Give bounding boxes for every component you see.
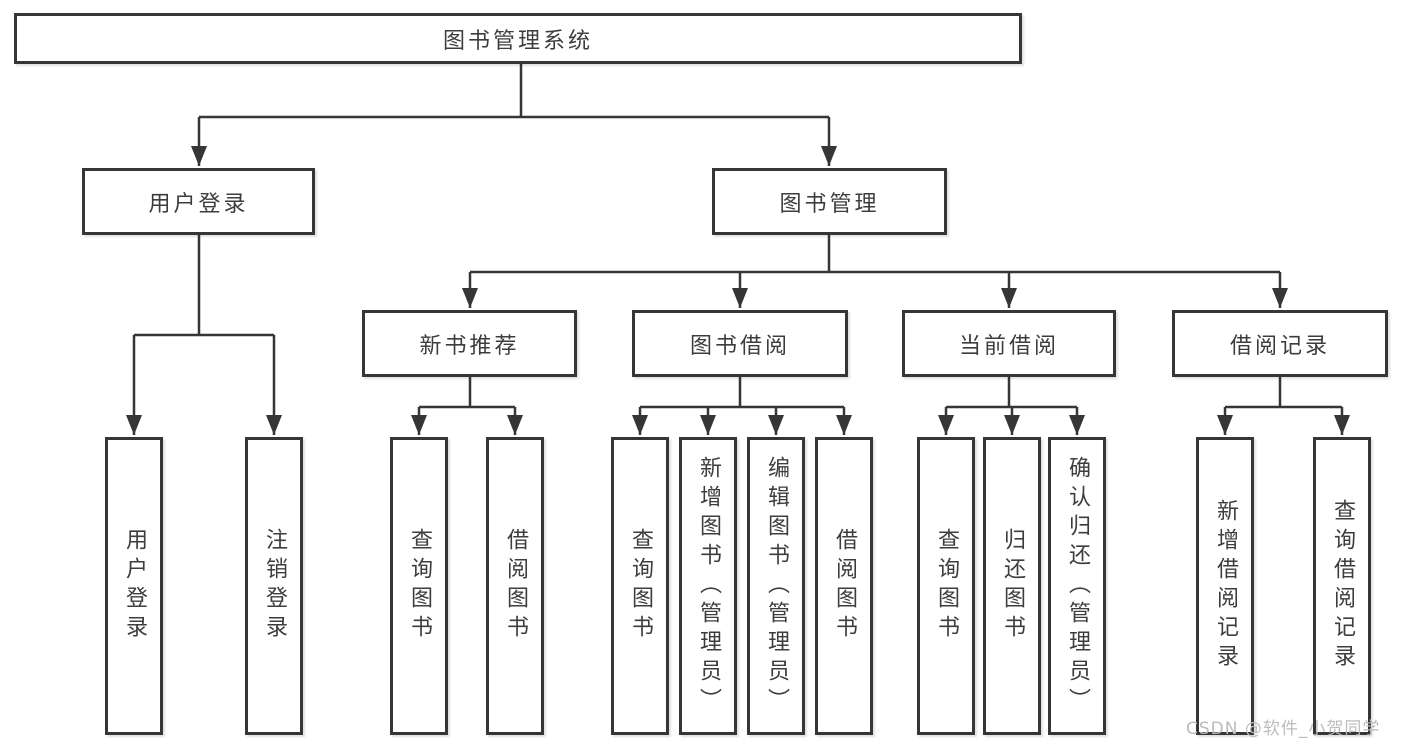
node-book-management-label: 图书管理 (779, 191, 880, 217)
leaf-logout: 注销登录 (245, 437, 303, 735)
node-borrow-record: 借阅记录 (1172, 310, 1388, 377)
node-root-label: 图书管理系统 (442, 28, 593, 54)
node-new-book-recommend-label: 新书推荐 (419, 333, 520, 359)
node-book-borrow-label: 图书借阅 (689, 333, 790, 359)
leaf-borrow-books-2: 借阅图书 (815, 437, 873, 735)
node-borrow-record-label: 借阅记录 (1229, 333, 1330, 359)
leaf-edit-book-admin: 编辑图书（管理员） (747, 437, 805, 735)
leaf-add-book-admin: 新增图书（管理员） (679, 437, 737, 735)
node-book-management: 图书管理 (712, 168, 947, 235)
leaf-query-borrow-record-label: 查询借阅记录 (1330, 499, 1355, 673)
leaf-query-books-3-label: 查询图书 (934, 528, 959, 644)
leaf-query-books-1: 查询图书 (390, 437, 448, 735)
leaf-return-book: 归还图书 (983, 437, 1041, 735)
connector-borrow-record-trunk (1225, 377, 1342, 409)
node-new-book-recommend: 新书推荐 (362, 310, 577, 377)
node-root-library-system: 图书管理系统 (14, 13, 1022, 64)
leaf-query-borrow-record: 查询借阅记录 (1313, 437, 1371, 735)
leaf-confirm-return-admin-label: 确认归还（管理员） (1065, 455, 1090, 717)
leaf-borrow-books-1-label: 借阅图书 (503, 528, 528, 644)
leaf-add-book-admin-label: 新增图书（管理员） (696, 455, 721, 717)
leaf-user-login-label: 用户登录 (122, 528, 147, 644)
node-user-login: 用户登录 (82, 168, 315, 235)
connector-new-book-trunk (419, 377, 515, 409)
leaf-borrow-books-1: 借阅图书 (486, 437, 544, 735)
leaf-edit-book-admin-label: 编辑图书（管理员） (764, 455, 789, 717)
connector-book-borrow-trunk (640, 377, 844, 409)
leaf-logout-label: 注销登录 (262, 528, 287, 644)
leaf-query-books-2-label: 查询图书 (628, 528, 653, 644)
node-user-login-label: 用户登录 (148, 191, 249, 217)
leaf-return-book-label: 归还图书 (1000, 528, 1025, 644)
watermark: CSDN @软件_小贺同学 (1186, 719, 1381, 739)
leaf-query-books-2: 查询图书 (611, 437, 669, 735)
leaf-add-borrow-record-label: 新增借阅记录 (1213, 499, 1238, 673)
leaf-add-borrow-record: 新增借阅记录 (1196, 437, 1254, 735)
leaf-query-books-3: 查询图书 (917, 437, 975, 735)
node-current-borrow: 当前借阅 (902, 310, 1116, 377)
leaf-query-books-1-label: 查询图书 (407, 528, 432, 644)
node-current-borrow-label: 当前借阅 (958, 333, 1059, 359)
connector-root-trunk (199, 64, 829, 119)
leaf-confirm-return-admin: 确认归还（管理员） (1048, 437, 1106, 735)
connector-user-login-trunk (134, 235, 274, 337)
leaf-user-login: 用户登录 (105, 437, 163, 735)
node-book-borrow: 图书借阅 (632, 310, 848, 377)
leaf-borrow-books-2-label: 借阅图书 (832, 528, 857, 644)
connector-current-borrow-trunk (946, 377, 1077, 409)
connector-book-management-trunk (470, 235, 1280, 274)
